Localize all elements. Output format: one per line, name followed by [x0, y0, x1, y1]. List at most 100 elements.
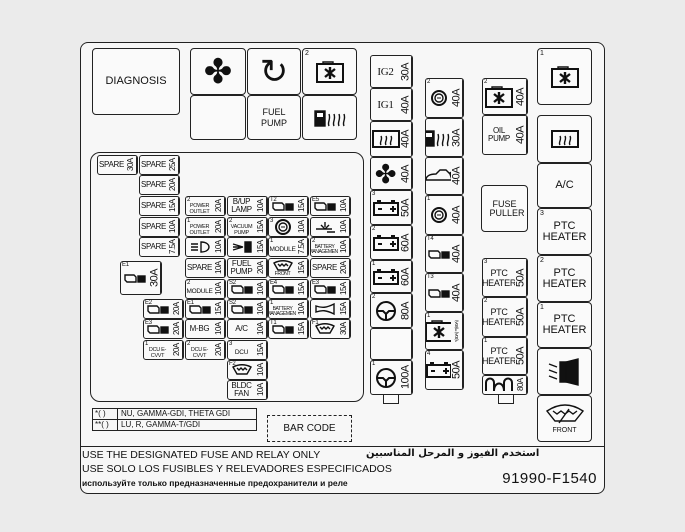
fuel-heater-box [302, 95, 357, 140]
fuse-label: SPARE [140, 180, 167, 189]
mini-fuse[interactable]: 15A [310, 299, 351, 319]
fuse-rating: 40A [451, 196, 463, 234]
relayfan-icon [484, 85, 514, 109]
fuse-label: PTC HEATER [483, 307, 515, 327]
fuse-rating: 15A [255, 218, 267, 236]
main-fuse[interactable]: 40A [425, 157, 464, 195]
fuse-rating: 30A [338, 320, 350, 338]
relay-label: FRONT [552, 426, 577, 434]
fuse-label-area: 2 [483, 79, 515, 114]
fuse-label-area: SPARE [98, 156, 125, 174]
fan-icon: ✤ [374, 158, 397, 189]
fuse-puller[interactable]: FUSE PULLER [481, 185, 528, 232]
main-fuse[interactable]: 40A [370, 121, 413, 157]
main-fuse[interactable]: 80A [482, 375, 528, 395]
main-fuse[interactable] [370, 328, 413, 360]
relay[interactable]: A/C [537, 163, 592, 208]
relay[interactable]: 1 [537, 48, 592, 105]
main-fuse[interactable]: ✤40A [370, 157, 413, 190]
engine-icon [427, 248, 451, 260]
mini-fuse[interactable]: 15A [227, 237, 268, 257]
warning-english: USE THE DESIGNATED FUSE AND RELAY ONLY [82, 449, 321, 461]
relay[interactable] [537, 115, 592, 163]
mini-fuse[interactable]: 10A [185, 237, 226, 257]
mini-fuse[interactable]: 10A [310, 217, 351, 237]
relay-number: 2 [540, 257, 544, 264]
relay-fan-icon [315, 60, 345, 84]
fuse-label: M-BG [189, 324, 210, 333]
fuse-rating: 15A [167, 197, 179, 215]
wiper-icon [231, 364, 252, 376]
main-fuse[interactable]: 1*(40A) **(60A) [425, 312, 464, 350]
main-fuse[interactable]: 30A [425, 118, 464, 157]
fuse-label-area: SPARE [140, 218, 167, 236]
fuel-pump-label: FUEL PUMP [260, 106, 287, 128]
relay-number: 2 [305, 50, 309, 57]
relay[interactable]: FRONT [537, 395, 592, 442]
legend-row: **( )LU, R, GAMMA-T/GDI [93, 419, 256, 430]
battery-icon [372, 234, 400, 252]
fuse-number: T3 [427, 274, 434, 280]
relay[interactable] [537, 348, 592, 395]
fuse-rating: 15A [296, 320, 308, 338]
